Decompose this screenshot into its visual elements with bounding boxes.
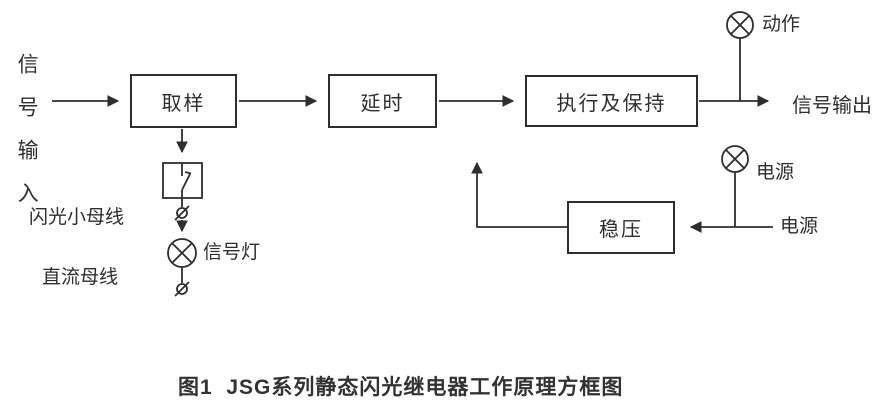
contact-switch-icon <box>162 162 203 207</box>
signal-output-label: 信号输出 <box>792 95 872 117</box>
block-delay-label: 延时 <box>360 92 405 115</box>
power-source-label: 电源 <box>780 216 819 237</box>
block-execute-hold-label: 执行及保持 <box>556 92 667 115</box>
terminal-icon <box>174 281 190 297</box>
power-lamp-icon <box>721 145 749 227</box>
dc-bus-label: 直流母线 <box>42 267 119 288</box>
block-execute-hold: 执行及保持 <box>525 75 698 127</box>
terminal-icon <box>174 205 190 221</box>
signal-lamp-label: 信号灯 <box>203 242 261 263</box>
block-regulator-label: 稳压 <box>599 219 643 241</box>
block-regulator: 稳压 <box>567 201 675 254</box>
connector-regulator-feedback <box>471 161 567 228</box>
flash-bus-label: 闪光小母线 <box>29 207 125 228</box>
action-lamp-icon <box>726 11 754 101</box>
power-lamp-label: 电源 <box>756 162 795 183</box>
block-sampling: 取样 <box>130 74 237 128</box>
action-lamp-label: 动作 <box>762 14 801 35</box>
block-delay: 延时 <box>328 74 437 128</box>
signal-lamp-icon <box>167 238 197 283</box>
signal-input-label: 信号输入 <box>15 53 39 225</box>
block-sampling-label: 取样 <box>161 92 206 115</box>
figure-caption: 图1 JSG系列静态闪光继电器工作原理方框图 <box>178 376 624 399</box>
